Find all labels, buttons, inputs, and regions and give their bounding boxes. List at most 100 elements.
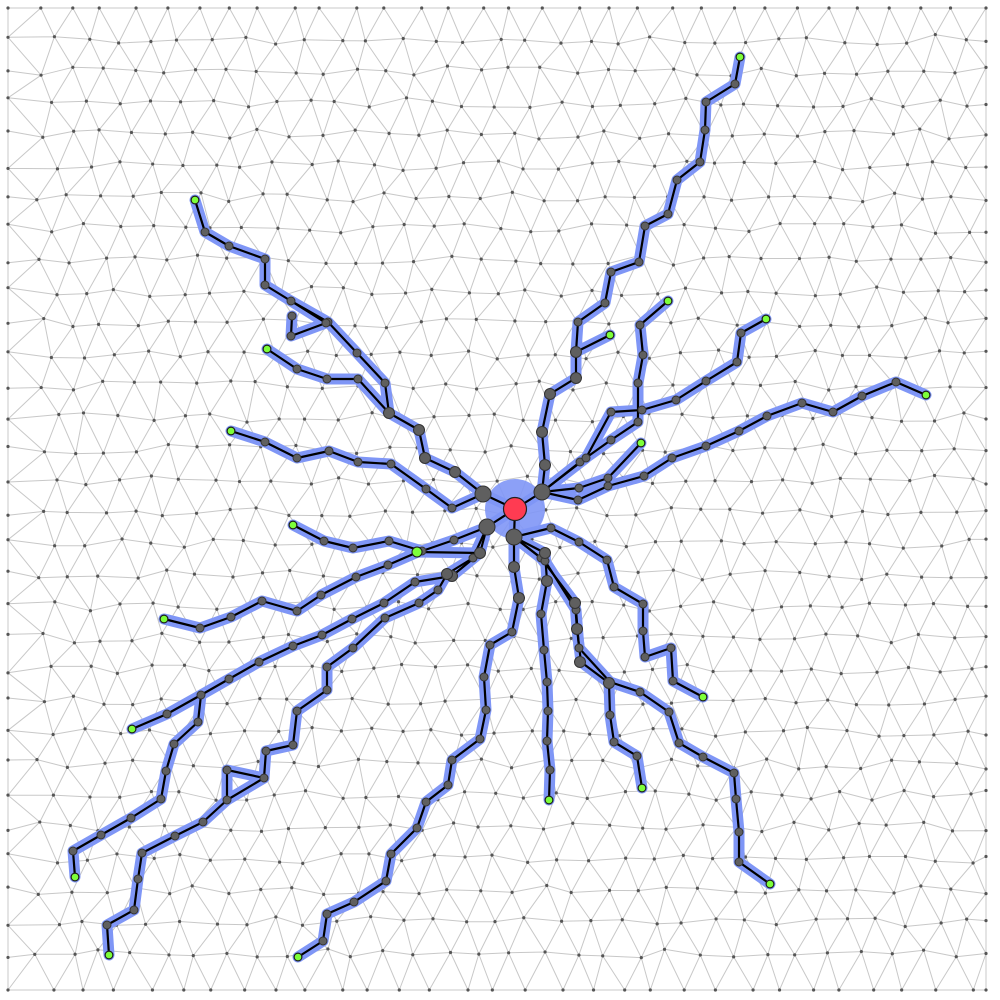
mesh-node [105,891,109,895]
mesh-node [255,127,259,132]
mesh-node [260,571,265,575]
mesh-node [6,96,10,100]
mesh-node [301,861,305,865]
mesh-node [680,412,684,416]
mesh-node [398,350,402,354]
mesh-node [590,161,594,165]
mesh-node [402,918,406,922]
mesh-node [363,39,367,43]
mesh-node [6,386,10,390]
mesh-node [699,507,703,511]
mesh-node [714,798,718,802]
mesh-node [193,320,198,324]
mesh-node [984,482,988,486]
path-node [381,876,391,886]
mesh-node [984,951,988,956]
mesh-node [746,289,750,294]
target-node [637,783,647,793]
mesh-node [955,761,959,766]
mesh-node [713,41,717,45]
mesh-node [339,729,343,733]
path-node [603,473,613,483]
mesh-node [671,568,675,572]
mesh-node [577,953,581,957]
mesh-node [340,669,344,674]
mesh-node [37,576,41,580]
mesh-node [33,952,37,956]
path-node [602,555,612,565]
mesh-node [810,481,814,485]
mesh-node [887,703,891,707]
mesh-node [903,924,907,929]
mesh-node [742,918,746,922]
mesh-node [854,259,858,263]
mesh-node [89,165,94,169]
mesh-node [792,820,796,824]
path-node [633,378,643,388]
path-node [542,677,552,687]
mesh-node [459,104,464,109]
mesh-node [510,890,514,894]
mesh-node [728,572,732,576]
path-node [828,407,838,417]
path-node [380,378,390,388]
mesh-node [669,632,673,636]
mesh-node [886,69,890,73]
mesh-node [604,381,608,385]
mesh-node [243,857,247,861]
hub-node [478,518,496,536]
mesh-node [932,473,937,478]
mesh-node [466,349,471,353]
mesh-node [840,605,844,609]
mesh-node [429,353,433,358]
mesh-node [885,572,889,576]
mesh-node [417,891,421,896]
mesh-node [183,414,188,418]
path-node-large [544,388,556,400]
mesh-node [938,670,942,674]
path-node [133,874,143,884]
mesh-node [523,988,527,992]
mesh-node [984,39,988,43]
mesh-node [514,382,518,386]
path-node [322,662,332,672]
mesh-node [496,159,501,163]
mesh-node [679,604,683,608]
mesh-node [984,385,988,390]
mesh-node [479,132,483,137]
mesh-node [55,861,60,865]
mesh-node [601,635,605,640]
target-node [765,879,775,889]
mesh-node [70,890,74,894]
mesh-node [6,758,10,762]
mesh-node [560,100,564,104]
mesh-node [320,514,324,518]
path-node [573,317,583,327]
mesh-node [933,32,937,37]
mesh-node [554,600,558,604]
mesh-node [930,160,934,164]
mesh-node [585,796,589,800]
path-node [347,614,357,624]
mesh-node [526,353,530,357]
mesh-node [575,506,579,510]
mesh-node [603,195,607,199]
mesh-node [159,697,163,701]
mesh-node [285,385,289,389]
path-node [695,157,705,167]
path-node [701,97,711,107]
path-edge [289,300,328,338]
mesh-node [6,671,10,675]
mesh-node [742,160,746,164]
mesh-node [714,917,718,921]
mesh-node [984,133,988,137]
mesh-node [55,478,59,482]
hub-node [533,483,551,501]
mesh-node [339,852,343,856]
mesh-node [245,420,249,424]
mesh-node [539,262,543,266]
mesh-node [466,602,470,606]
mesh-node [901,546,905,550]
mesh-node [827,828,831,832]
path-node [383,560,393,570]
